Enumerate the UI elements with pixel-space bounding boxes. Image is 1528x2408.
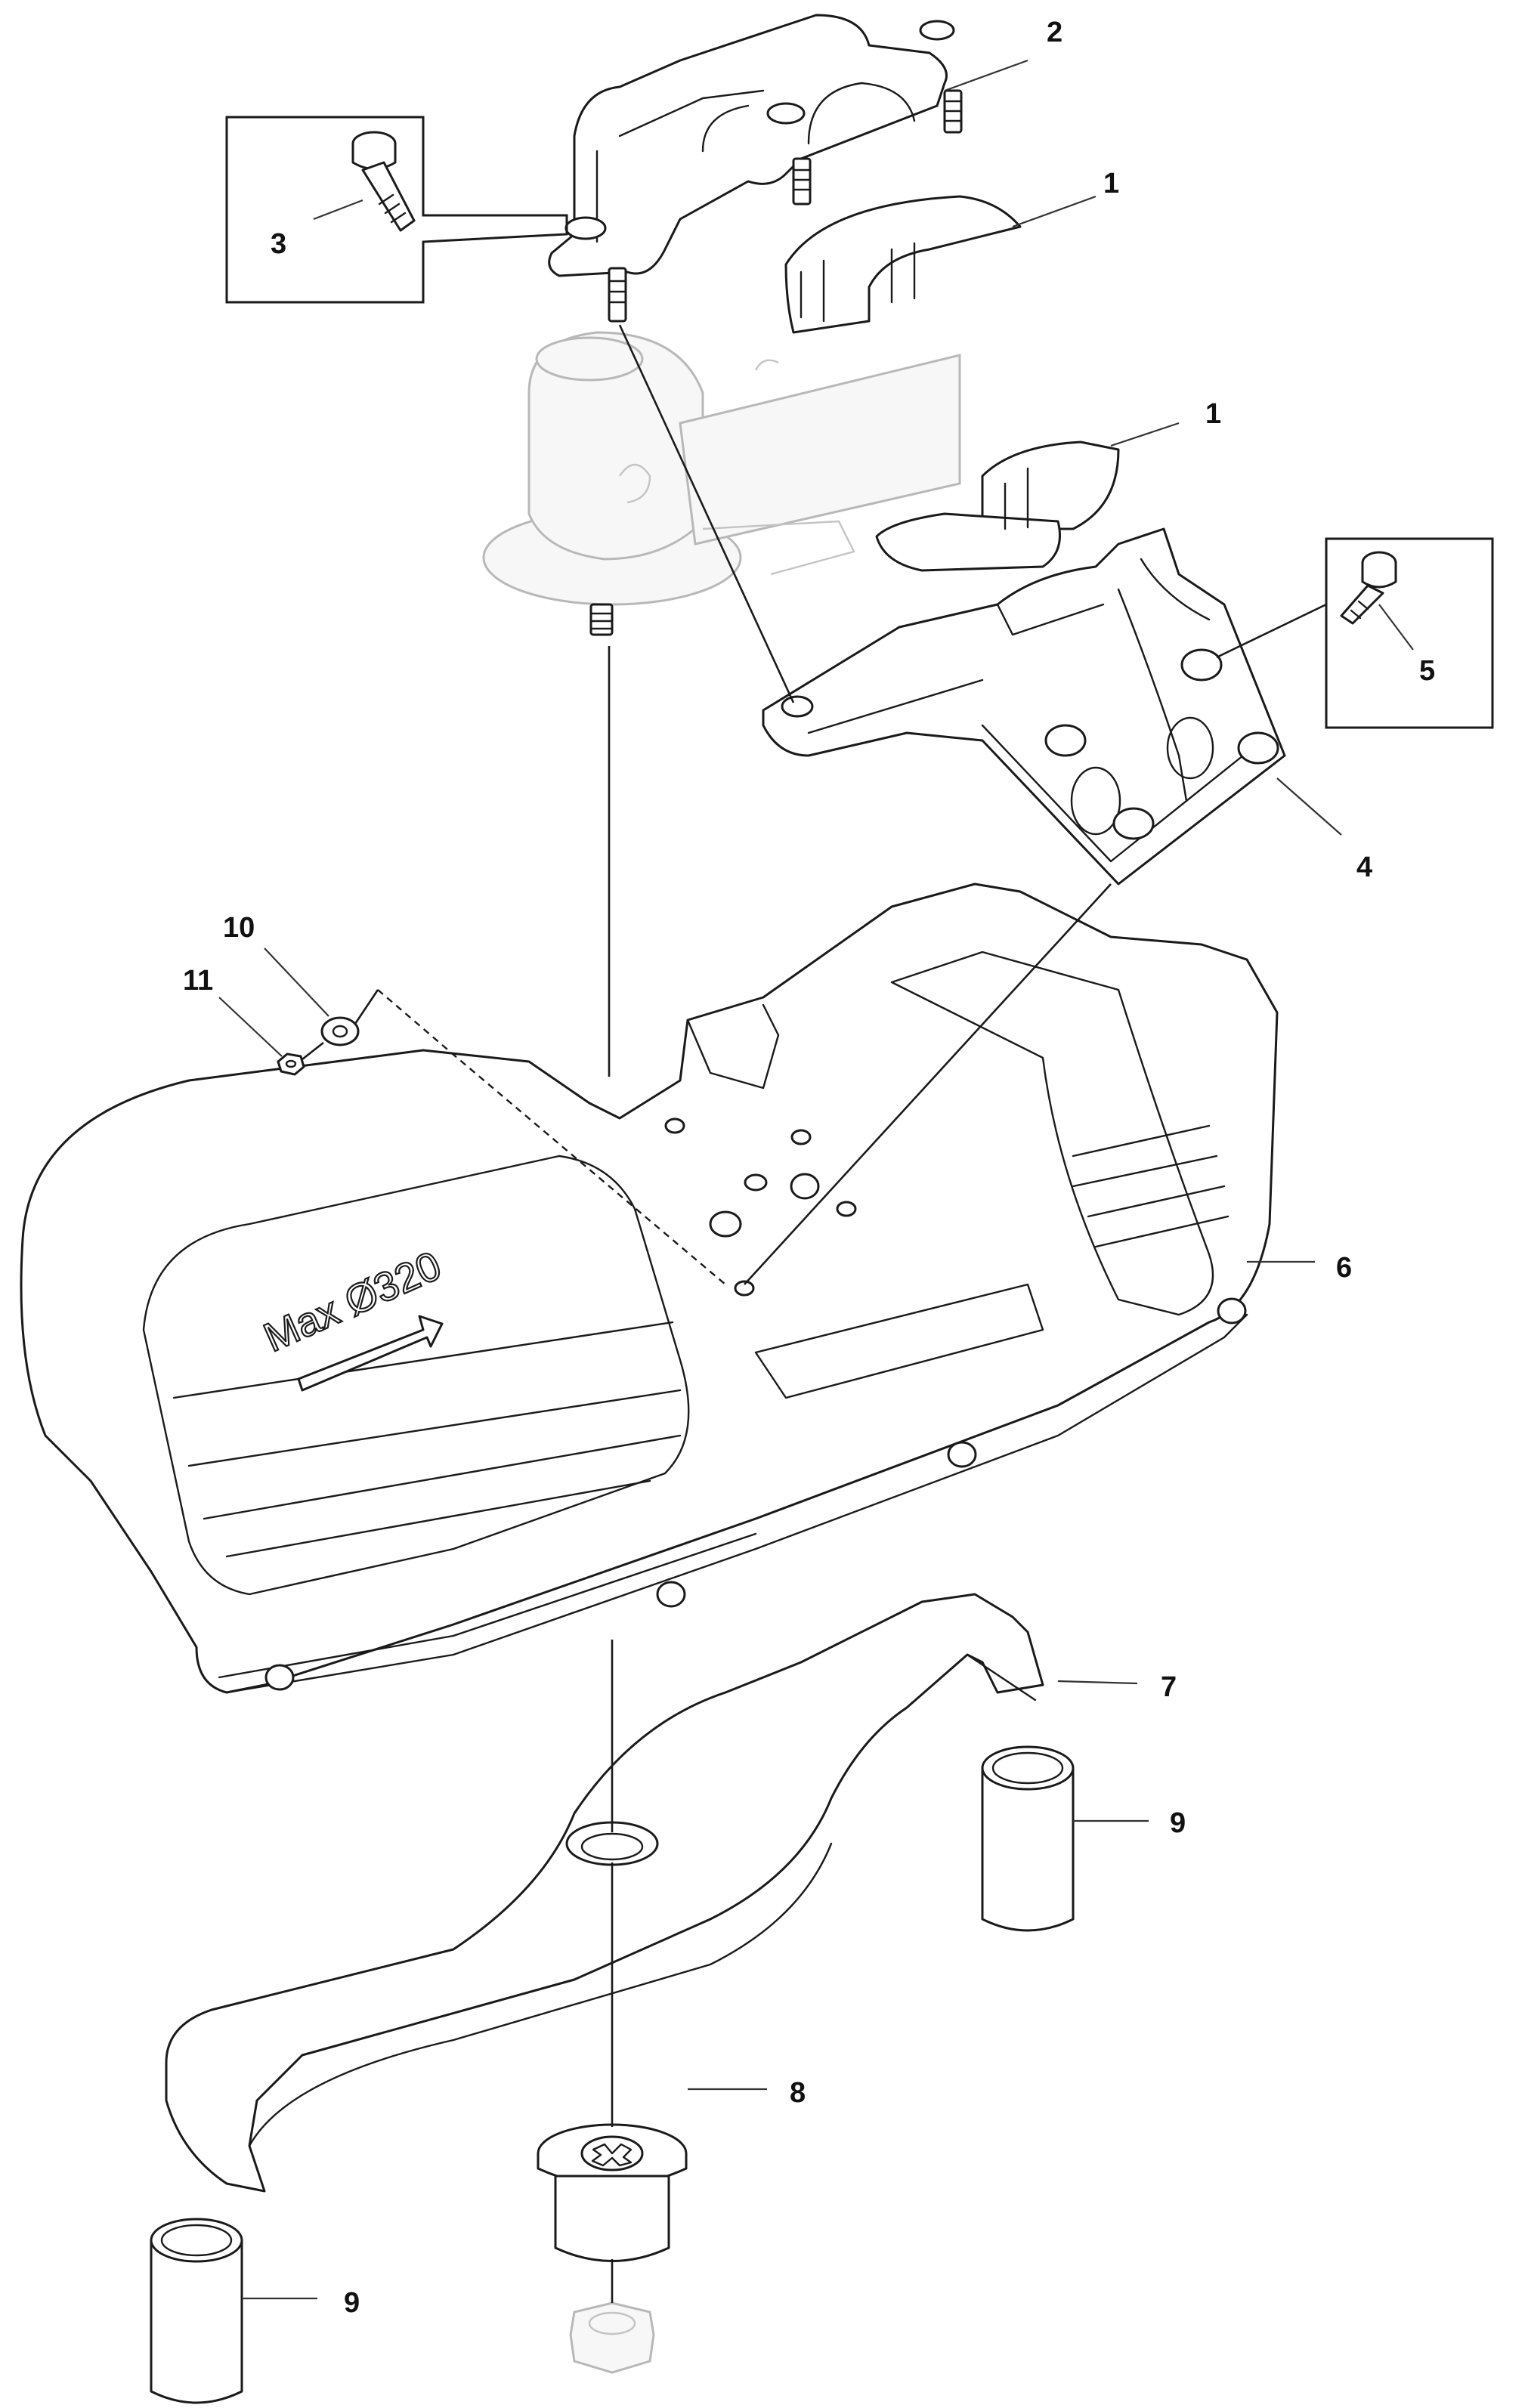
- callout-7: 7: [1161, 1671, 1177, 1703]
- ghost-nut: [569, 2301, 655, 2374]
- callout-2: 2: [1047, 17, 1062, 48]
- callout-10: 10: [223, 912, 255, 944]
- lower-mounting-bracket: [762, 527, 1286, 886]
- gearhead-ghost: [482, 331, 961, 636]
- callout-labels: 2 1 1 3 5 4 10 11 6 7 9 8 9: [183, 17, 1435, 2319]
- nut: [277, 1053, 305, 1076]
- bushing-lower: [150, 2218, 243, 2404]
- blade-bolt: [537, 2123, 688, 2262]
- callout-9-lower: 9: [344, 2287, 360, 2319]
- screw-detail-box: [1325, 537, 1494, 729]
- callout-1-lower: 1: [1205, 398, 1221, 430]
- bolt-detail-box: [225, 116, 568, 304]
- clamp-shell-lower: [875, 440, 1120, 572]
- callout-4: 4: [1356, 852, 1372, 883]
- washer: [320, 1016, 360, 1046]
- assembly-lines: [302, 324, 1327, 2303]
- callout-9-upper: 9: [1170, 1807, 1186, 1839]
- callout-1-upper: 1: [1103, 168, 1119, 199]
- bushing-upper: [981, 1745, 1075, 1932]
- callout-5: 5: [1419, 655, 1435, 687]
- callout-11: 11: [183, 965, 213, 997]
- guard: Max Ø320: [20, 883, 1279, 1694]
- callout-8: 8: [790, 2077, 806, 2109]
- clamp-shell-upper: [784, 195, 1022, 334]
- cutting-blade: [165, 1593, 1044, 2193]
- upper-clamp-bracket: [548, 14, 963, 323]
- callout-6: 6: [1336, 1252, 1352, 1284]
- direction-arrow: [297, 1315, 444, 1392]
- leader-lines: [218, 59, 1414, 2300]
- callout-3: 3: [271, 228, 286, 260]
